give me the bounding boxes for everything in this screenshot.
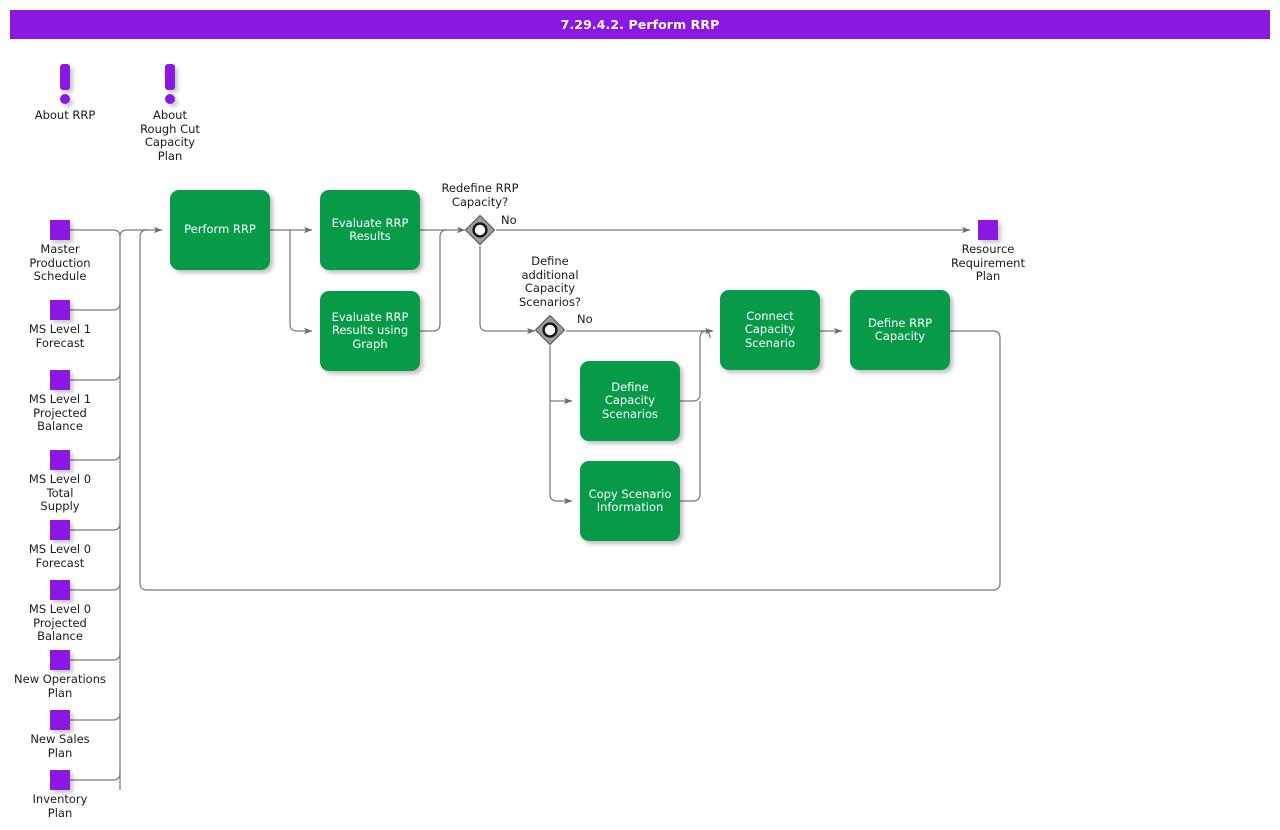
gateway-icon: [464, 214, 496, 246]
task-evaluate-rrp-results-using-graph[interactable]: Evaluate RRP Results using Graph: [320, 291, 420, 371]
task-copy-scenario-information[interactable]: Copy Scenario Information: [580, 461, 680, 541]
data-object-icon: [50, 370, 70, 390]
note-label: About Rough Cut Capacity Plan: [140, 108, 200, 163]
task-label: Copy Scenario Information: [588, 486, 672, 514]
task-label: Evaluate RRP Results: [331, 215, 409, 243]
gateway-redefine-rrp-capacity[interactable]: Redefine RRP Capacity?: [441, 181, 519, 246]
data-object-resource-requirement-plan[interactable]: Resource Requirement Plan: [951, 220, 1025, 283]
data-object-master-production-schedule[interactable]: Master Production Schedule: [29, 220, 91, 283]
gateway-label: Redefine RRP Capacity?: [441, 181, 519, 209]
data-object-ms-level-0-total-supply[interactable]: MS Level 0 Total Supply: [29, 450, 91, 513]
data-object-ms-level-0-forecast[interactable]: MS Level 0 Forecast: [29, 520, 91, 569]
wire-ms-level-0-total-supply: [70, 452, 121, 461]
data-object-label: Master Production Schedule: [29, 242, 91, 283]
task-label: Define RRP Capacity: [867, 315, 933, 343]
wire-copy-scenario-information-merge: [680, 401, 701, 502]
edge-label-redefine-rrp-capacity-no: No: [501, 213, 517, 227]
wire-ms-level-1-projected-balance: [70, 372, 121, 381]
page-title-bar: 7.29.4.2. Perform RRP: [10, 10, 1270, 39]
data-object-label: MS Level 0 Total Supply: [28, 472, 92, 513]
data-object-label: MS Level 1 Projected Balance: [28, 392, 92, 433]
data-object-label: Resource Requirement Plan: [951, 242, 1025, 283]
gateway-define-additional-capacity-scenarios[interactable]: Define additional Capacity Scenarios?: [519, 254, 581, 346]
wire-ms-level-1-forecast: [70, 302, 121, 311]
task-define-capacity-scenarios[interactable]: Define Capacity Scenarios: [580, 361, 680, 441]
wire-bus-to-perform-rrp: [119, 226, 163, 238]
wire-new-sales-plan: [70, 712, 121, 721]
edge-label-define-additional-capacity-scenarios-no: No: [577, 312, 593, 326]
data-object-label: Inventory Plan: [32, 792, 88, 820]
wire-perform-rrp-to-evaluate-graph: [289, 230, 313, 335]
task-label: Connect Capacity Scenario: [744, 308, 796, 350]
exclamation-dot-icon: [165, 94, 175, 104]
exclamation-icon: [165, 64, 175, 90]
data-object-icon: [50, 770, 70, 790]
data-object-icon: [50, 300, 70, 320]
task-connect-capacity-scenario[interactable]: Connect Capacity Scenario: [720, 290, 820, 370]
note-label: About RRP: [34, 108, 96, 122]
wire-gateway2-no-right: [566, 330, 711, 339]
data-object-icon: [978, 220, 998, 240]
data-object-icon: [50, 450, 70, 470]
task-label: Define Capacity Scenarios: [602, 379, 658, 421]
data-object-icon: [50, 650, 70, 670]
gateway-label: Define additional Capacity Scenarios?: [518, 254, 582, 309]
task-perform-rrp[interactable]: Perform RRP: [170, 190, 270, 270]
exclamation-dot-icon: [60, 94, 70, 104]
page-title: 7.29.4.2. Perform RRP: [560, 17, 720, 32]
task-label: Evaluate RRP Results using Graph: [331, 309, 409, 351]
note-about-rough-cut-capacity-plan[interactable]: About Rough Cut Capacity Plan: [140, 64, 200, 162]
wire-inventory-plan: [70, 772, 121, 781]
task-evaluate-rrp-results[interactable]: Evaluate RRP Results: [320, 190, 420, 270]
exclamation-icon: [60, 64, 70, 90]
data-object-icon: [50, 580, 70, 600]
wire-ms-level-0-projected-balance: [70, 582, 121, 591]
data-object-ms-level-1-forecast[interactable]: MS Level 1 Forecast: [29, 300, 91, 349]
data-object-label: MS Level 0 Forecast: [28, 542, 92, 570]
gateway-icon: [534, 314, 566, 346]
data-object-inventory-plan[interactable]: Inventory Plan: [33, 770, 87, 819]
data-object-new-operations-plan[interactable]: New Operations Plan: [14, 650, 106, 699]
wire-evaluate-graph-to-gateway1: [420, 229, 448, 332]
wire-define-capacity-scenarios-merge: [680, 330, 708, 402]
data-object-new-sales-plan[interactable]: New Sales Plan: [30, 710, 90, 759]
data-object-label: MS Level 0 Projected Balance: [28, 602, 92, 643]
wire-ms-level-0-forecast: [70, 522, 121, 531]
data-object-ms-level-0-projected-balance[interactable]: MS Level 0 Projected Balance: [29, 580, 91, 643]
task-label: Perform RRP: [184, 222, 256, 237]
data-object-ms-level-1-projected-balance[interactable]: MS Level 1 Projected Balance: [29, 370, 91, 433]
data-object-icon: [50, 710, 70, 730]
data-object-label: MS Level 1 Forecast: [28, 322, 92, 350]
data-object-icon: [50, 220, 70, 240]
data-object-label: New Sales Plan: [30, 732, 90, 760]
task-define-rrp-capacity[interactable]: Define RRP Capacity: [850, 290, 950, 370]
wire-gateway2-to-copy-scenario-information: [549, 346, 573, 505]
data-object-label: New Operations Plan: [14, 672, 106, 700]
data-object-icon: [50, 520, 70, 540]
note-about-rrp[interactable]: About RRP: [35, 64, 95, 122]
wire-new-operations-plan: [70, 652, 121, 661]
